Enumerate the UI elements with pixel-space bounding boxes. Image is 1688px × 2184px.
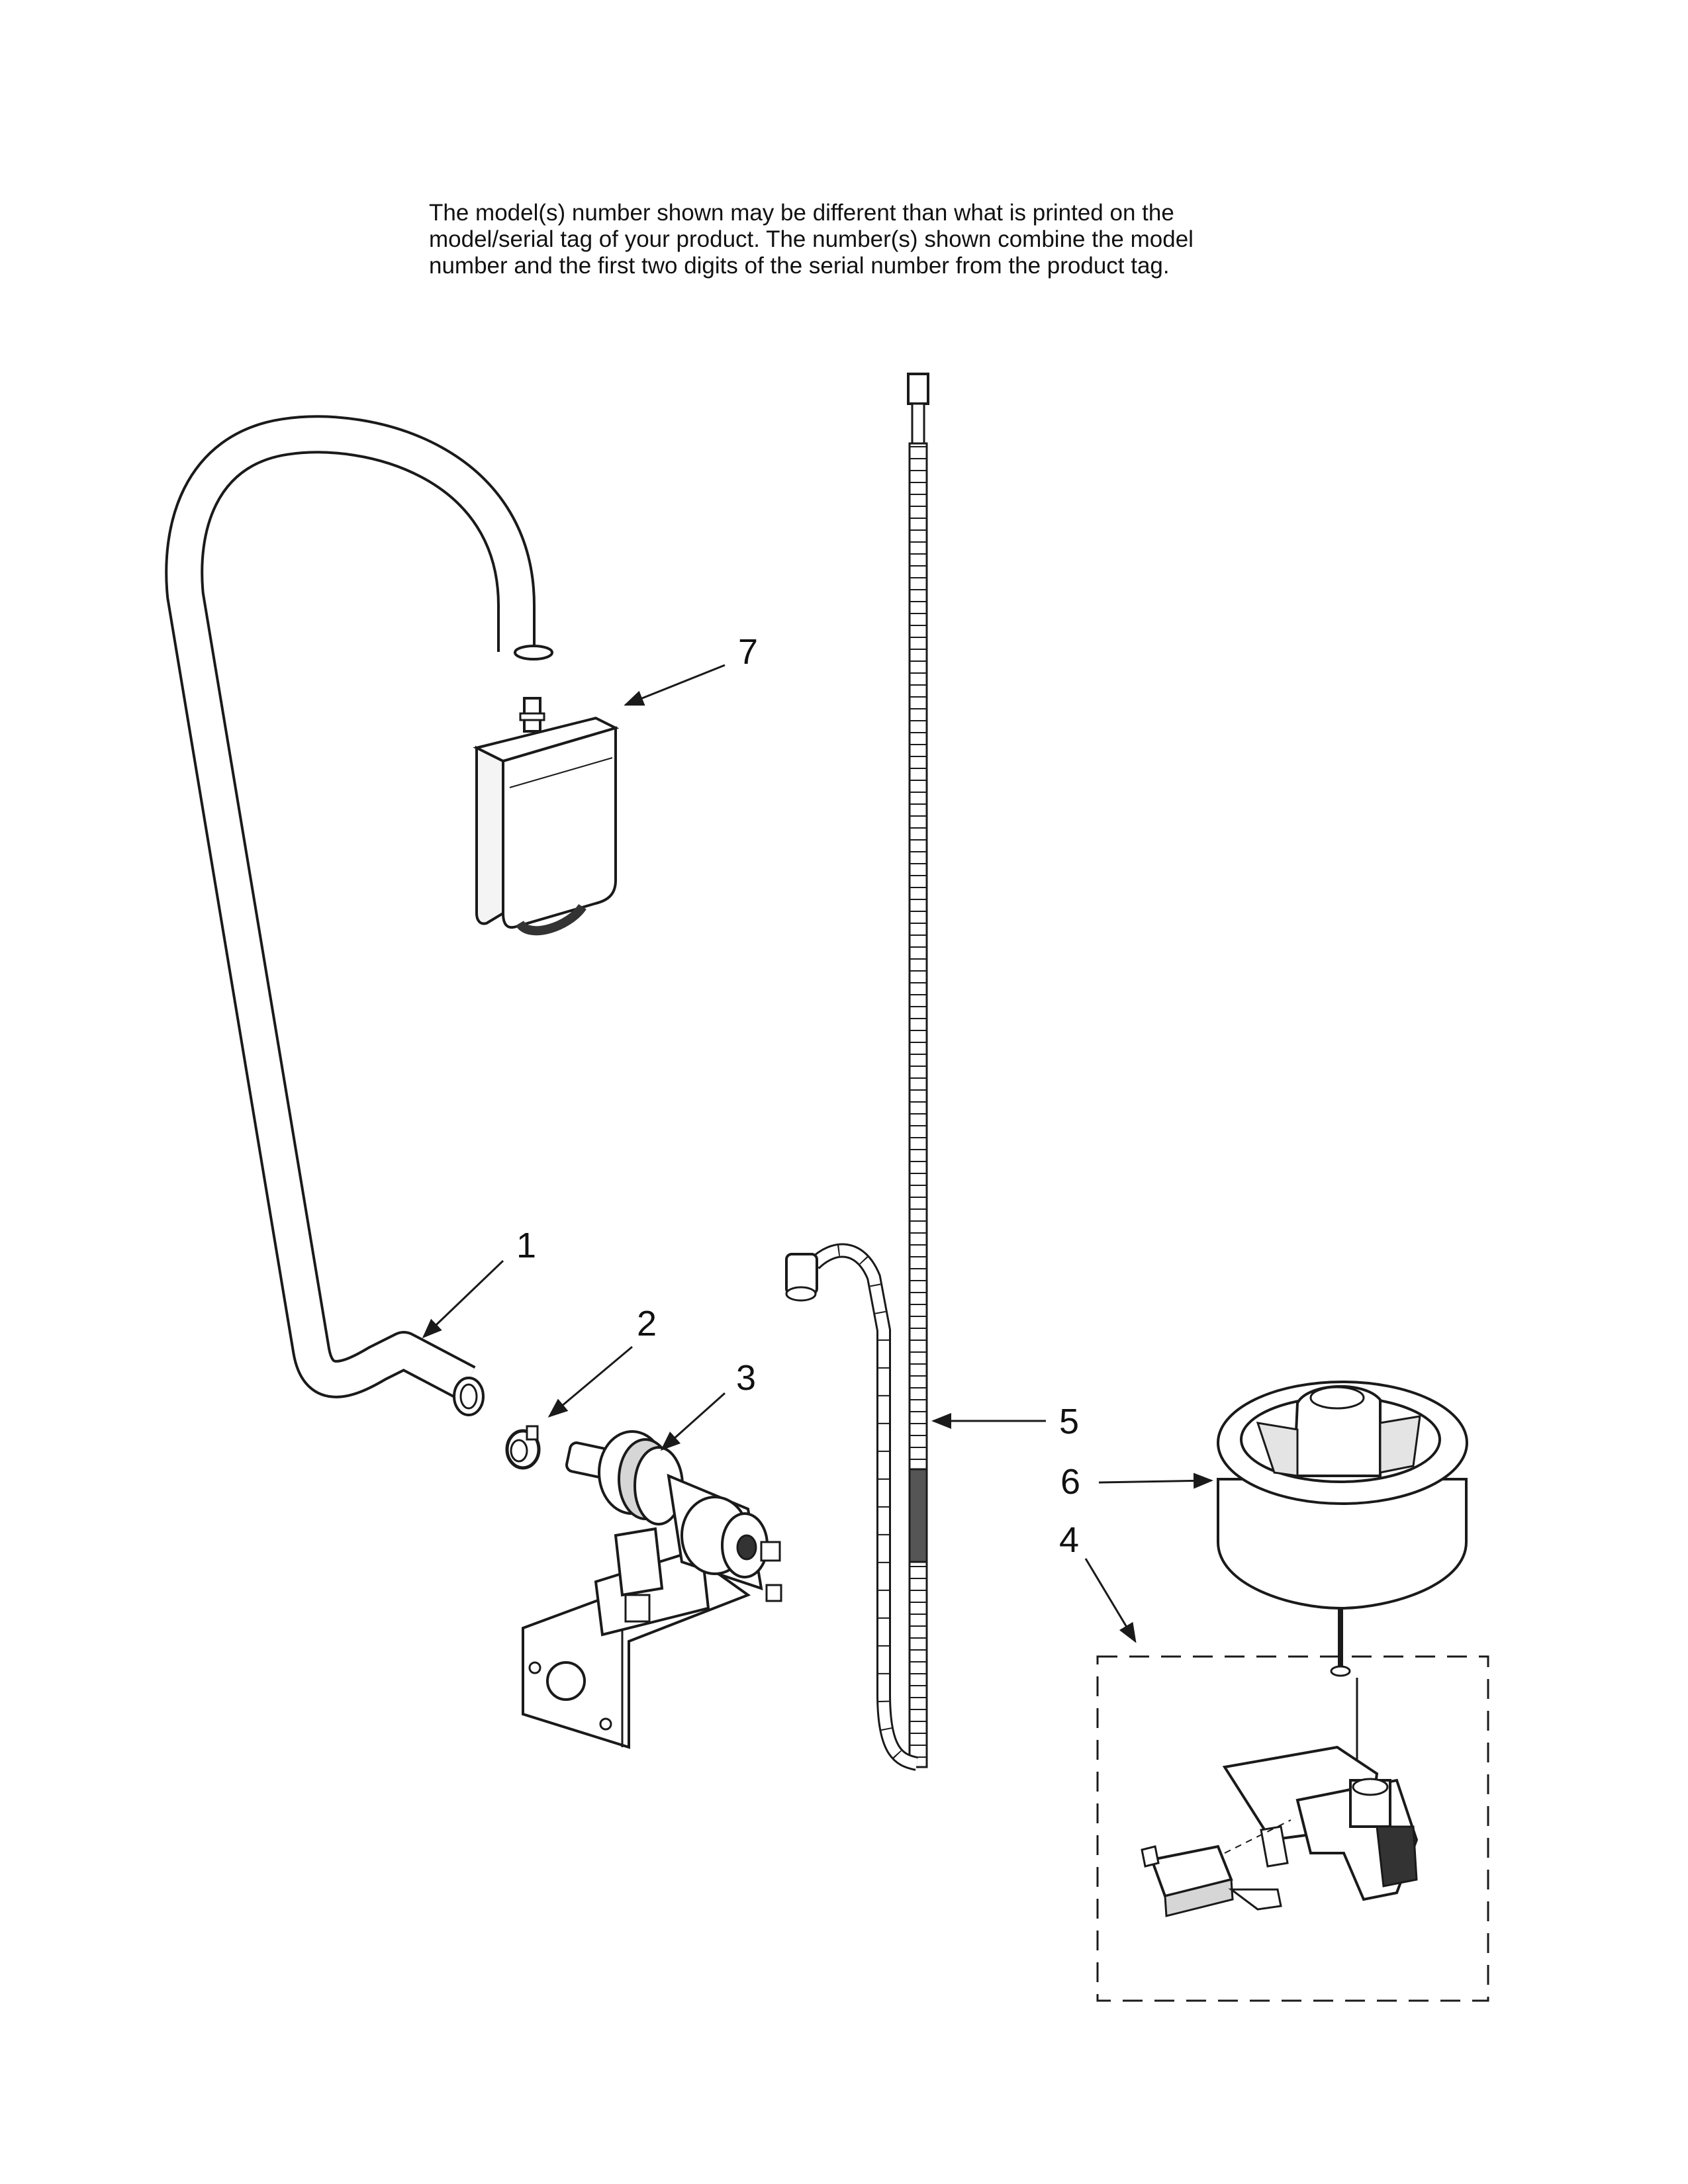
callout-3: 3 <box>736 1358 756 1398</box>
leader-6 <box>1098 1473 1213 1489</box>
disclaimer-line-3: number and the first two digits of the s… <box>429 253 1170 279</box>
callout-2: 2 <box>637 1304 657 1343</box>
part-5-wire-harness <box>785 373 929 1771</box>
part-4-float-switch-assembly <box>1096 1655 1489 2002</box>
leader-3 <box>660 1392 726 1451</box>
disclaimer-line-1: The model(s) number shown may be differe… <box>429 200 1174 226</box>
part-7-air-break <box>473 697 620 936</box>
leader-7 <box>624 664 726 706</box>
part-1-inlet-hose <box>165 415 553 1416</box>
part-6-float <box>1217 1381 1468 1677</box>
callout-4: 4 <box>1059 1520 1079 1560</box>
disclaimer-line-2: model/serial tag of your product. The nu… <box>429 226 1194 252</box>
leader-lines <box>422 664 1213 1643</box>
part-3-water-valve <box>522 1430 782 1749</box>
callout-7: 7 <box>738 632 758 672</box>
leader-2 <box>547 1345 633 1418</box>
leader-1 <box>422 1259 504 1339</box>
part-2-hose-clamp <box>505 1425 541 1470</box>
callout-6: 6 <box>1060 1462 1080 1502</box>
leader-4 <box>1084 1558 1137 1643</box>
callout-1: 1 <box>516 1226 536 1265</box>
callout-5: 5 <box>1059 1402 1079 1441</box>
disclaimer-note: The model(s) number shown may be differe… <box>429 200 1356 279</box>
